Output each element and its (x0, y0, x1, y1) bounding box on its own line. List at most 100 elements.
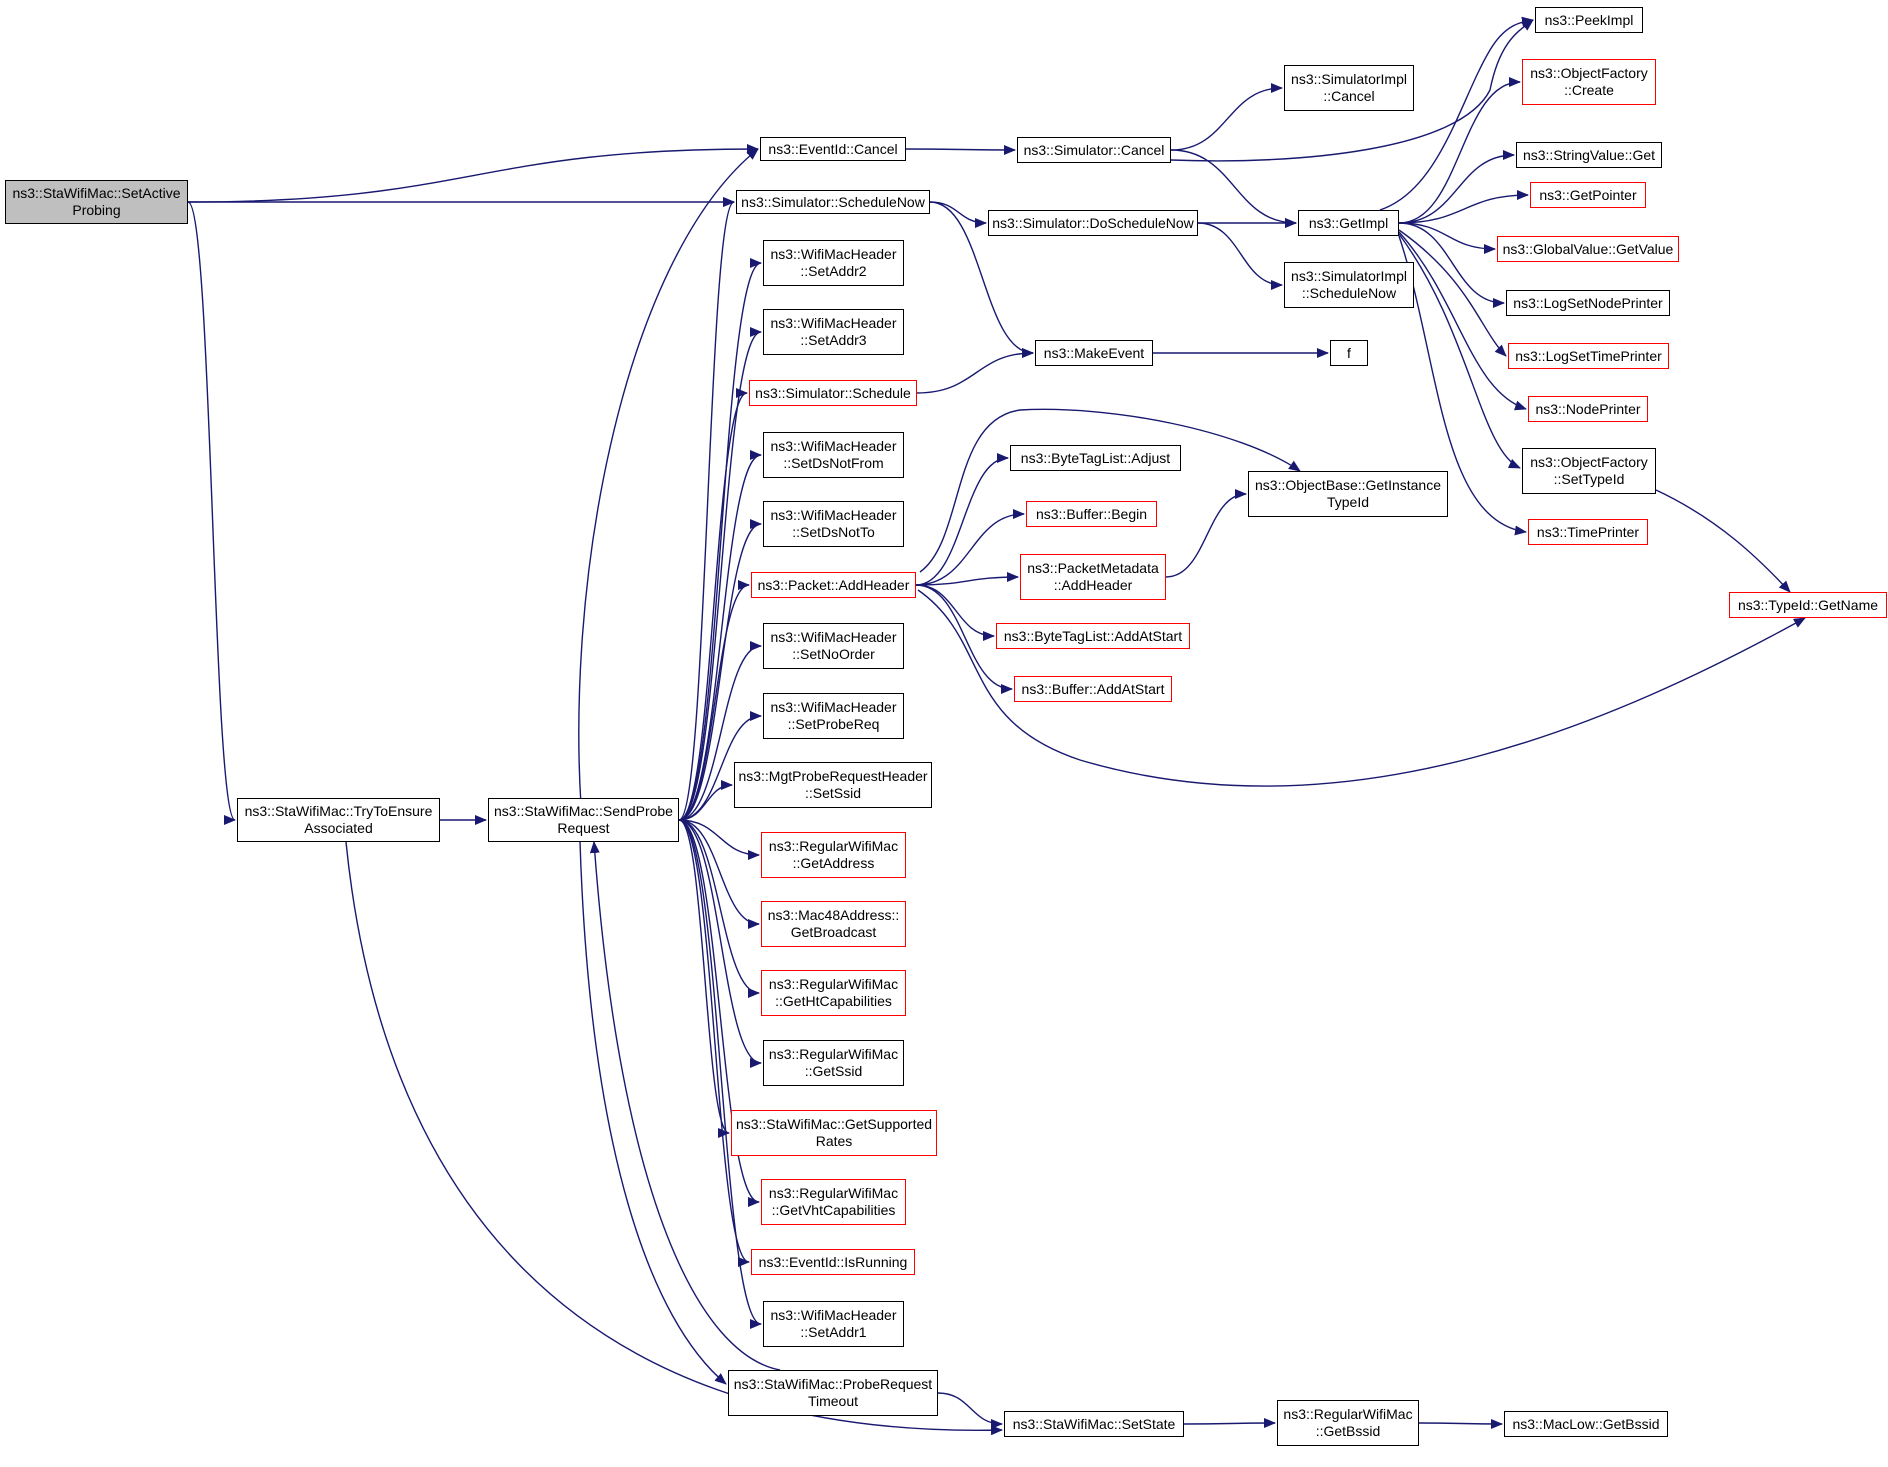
edge-objfactsettypeid-to-typeidgetname (1655, 489, 1791, 593)
node-getvhtcap[interactable]: ns3::RegularWifiMac ::GetVhtCapabilities (761, 1179, 906, 1225)
edge-schednow-to-makeevent (929, 201, 1034, 358)
edge-simcancel-to-simimplcancel (1170, 83, 1283, 151)
edge-getimpl-to-stringvalueget (1398, 150, 1515, 224)
node-stringvalueget[interactable]: ns3::StringValue::Get (1516, 142, 1662, 168)
node-globalvalueget[interactable]: ns3::GlobalValue::GetValue (1497, 236, 1679, 262)
edge-sendprobe-to-setaddr1 (678, 819, 762, 1329)
node-makeevent[interactable]: ns3::MakeEvent (1035, 340, 1153, 366)
node-getinstancetypeid[interactable]: ns3::ObjectBase::GetInstance TypeId (1248, 471, 1448, 517)
edge-sendprobe-to-setaddr3 (678, 327, 762, 821)
edge-simcancel-to-peekimpl (1170, 19, 1534, 162)
edge-sendprobe-to-setprobereq (678, 711, 762, 821)
edge-addheader-to-getinstancetypeid (919, 408, 1301, 573)
node-simschedule[interactable]: ns3::Simulator::Schedule (749, 380, 917, 406)
node-setdsnotto[interactable]: ns3::WifiMacHeader ::SetDsNotTo (763, 501, 904, 547)
node-logsetnodeprinter[interactable]: ns3::LogSetNodePrinter (1506, 290, 1670, 316)
node-logsettimeprinter[interactable]: ns3::LogSetTimePrinter (1508, 343, 1669, 369)
edge-getimpl-to-logsettimeprinter (1398, 229, 1507, 357)
edge-sendprobe-to-getssid (678, 819, 762, 1068)
node-bufaddatstart[interactable]: ns3::Buffer::AddAtStart (1014, 676, 1172, 702)
edge-getimpl-to-getpointer (1398, 190, 1529, 224)
node-timeprinter[interactable]: ns3::TimePrinter (1528, 519, 1648, 545)
edge-addheader-to-pmaddheader (915, 572, 1019, 586)
node-maclowgetbssid[interactable]: ns3::MacLow::GetBssid (1504, 1411, 1668, 1437)
edge-sendprobe-to-addheader (678, 580, 750, 821)
node-objfactsettypeid[interactable]: ns3::ObjectFactory ::SetTypeId (1522, 448, 1656, 494)
edge-pmaddheader-to-getinstancetypeid (1165, 489, 1247, 578)
edge-getimpl-to-globalvalueget (1398, 222, 1496, 254)
node-setaddr3[interactable]: ns3::WifiMacHeader ::SetAddr3 (763, 309, 904, 355)
edge-addheader-to-bytetagadjust (915, 453, 1009, 586)
edge-sendprobe-to-eventcancel (578, 148, 759, 843)
node-getbssid[interactable]: ns3::RegularWifiMac ::GetBssid (1277, 1400, 1419, 1446)
edge-probetimeout-to-setstate (937, 1392, 1003, 1429)
edge-sendprobe-to-setaddr2 (678, 258, 762, 821)
node-bufbegin[interactable]: ns3::Buffer::Begin (1026, 501, 1157, 527)
node-setaddr2[interactable]: ns3::WifiMacHeader ::SetAddr2 (763, 240, 904, 286)
node-setaddr1[interactable]: ns3::WifiMacHeader ::SetAddr1 (763, 1301, 904, 1347)
node-gethtcap[interactable]: ns3::RegularWifiMac ::GetHtCapabilities (761, 970, 906, 1016)
node-setssid[interactable]: ns3::MgtProbeRequestHeader ::SetSsid (734, 762, 932, 808)
edge-simschedule-to-makeevent (916, 348, 1034, 394)
edge-simcancel-to-getimpl (1170, 149, 1297, 228)
node-typeidgetname[interactable]: ns3::TypeId::GetName (1729, 592, 1887, 618)
edge-sendprobe-to-isrunning (678, 819, 750, 1267)
node-schednow[interactable]: ns3::Simulator::ScheduleNow (736, 190, 930, 214)
node-addheader[interactable]: ns3::Packet::AddHeader (751, 572, 916, 598)
edge-getbssid-to-maclowgetbssid (1418, 1418, 1503, 1429)
node-nodeprinter[interactable]: ns3::NodePrinter (1528, 396, 1648, 422)
edge-addheader-to-typeidgetname (917, 589, 1806, 787)
node-setstate[interactable]: ns3::StaWifiMac::SetState (1004, 1411, 1184, 1437)
edge-sendprobe-to-setssid (678, 780, 733, 821)
node-bytetagadjust[interactable]: ns3::ByteTagList::Adjust (1010, 445, 1181, 471)
edge-sendprobe-to-schednow (678, 197, 735, 821)
edge-sendprobe-to-getbroadcast (678, 819, 760, 929)
edge-getimpl-to-objfactsettypeid (1398, 233, 1521, 469)
node-f[interactable]: f (1330, 340, 1368, 366)
edge-trytoensure-to-setstate (345, 841, 1003, 1436)
node-peekimpl[interactable]: ns3::PeekImpl (1535, 7, 1643, 33)
node-pmaddheader[interactable]: ns3::PacketMetadata ::AddHeader (1020, 554, 1166, 600)
node-isrunning[interactable]: ns3::EventId::IsRunning (751, 1249, 915, 1275)
edge-setactive-to-eventcancel (187, 144, 759, 203)
node-getbroadcast[interactable]: ns3::Mac48Address:: GetBroadcast (761, 901, 906, 947)
node-setnoorder[interactable]: ns3::WifiMacHeader ::SetNoOrder (763, 623, 904, 669)
edge-sendprobe-to-gethtcap (678, 819, 760, 998)
node-sendprobe[interactable]: ns3::StaWifiMac::SendProbe Request (488, 798, 679, 842)
edge-getimpl-to-nodeprinter (1398, 231, 1527, 411)
node-trytoensure[interactable]: ns3::StaWifiMac::TryToEnsure Associated (237, 798, 440, 842)
edge-setstate-to-getbssid (1183, 1418, 1276, 1429)
node-bytetagaddatstart[interactable]: ns3::ByteTagList::AddAtStart (996, 623, 1190, 649)
edge-doschednow-to-simimplschednow (1197, 222, 1283, 290)
edge-sendprobe-to-simschedule (678, 388, 748, 821)
node-probetimeout[interactable]: ns3::StaWifiMac::ProbeRequest Timeout (728, 1370, 938, 1416)
node-doschednow[interactable]: ns3::Simulator::DoScheduleNow (988, 210, 1198, 236)
edge-sendprobe-to-probetimeout (579, 841, 727, 1385)
node-getaddress[interactable]: ns3::RegularWifiMac ::GetAddress (761, 832, 906, 878)
node-setdsnotfrom[interactable]: ns3::WifiMacHeader ::SetDsNotFrom (763, 432, 904, 478)
edge-sendprobe-to-setnoorder (678, 641, 762, 821)
edge-getimpl-to-peekimpl (1379, 16, 1534, 211)
edge-sendprobe-to-getaddress (678, 819, 760, 860)
edge-probetimeout-to-sendprobe (589, 841, 781, 1371)
edge-addheader-to-bufaddatstart (915, 584, 1013, 694)
edge-eventcancel-to-simcancel (905, 144, 1016, 155)
node-setprobereq[interactable]: ns3::WifiMacHeader ::SetProbeReq (763, 693, 904, 739)
edge-sendprobe-to-getvhtcap (678, 819, 760, 1207)
edge-addheader-to-bufbegin (915, 509, 1025, 586)
node-objfactcreate[interactable]: ns3::ObjectFactory ::Create (1522, 59, 1656, 105)
edge-setactive-to-trytoensure (187, 201, 236, 825)
node-getpointer[interactable]: ns3::GetPointer (1530, 182, 1646, 208)
node-simcancel[interactable]: ns3::Simulator::Cancel (1017, 137, 1171, 163)
node-simimplschednow[interactable]: ns3::SimulatorImpl ::ScheduleNow (1284, 262, 1414, 308)
node-getsuprates[interactable]: ns3::StaWifiMac::GetSupported Rates (731, 1110, 937, 1156)
node-simimplcancel[interactable]: ns3::SimulatorImpl ::Cancel (1284, 65, 1414, 111)
edge-getimpl-to-logsetnodeprinter (1398, 222, 1505, 308)
node-getimpl[interactable]: ns3::GetImpl (1298, 210, 1399, 236)
node-setactive[interactable]: ns3::StaWifiMac::SetActive Probing (5, 180, 188, 224)
node-eventcancel[interactable]: ns3::EventId::Cancel (760, 137, 906, 161)
edge-getimpl-to-objfactcreate (1398, 77, 1521, 224)
node-getssid[interactable]: ns3::RegularWifiMac ::GetSsid (763, 1040, 904, 1086)
